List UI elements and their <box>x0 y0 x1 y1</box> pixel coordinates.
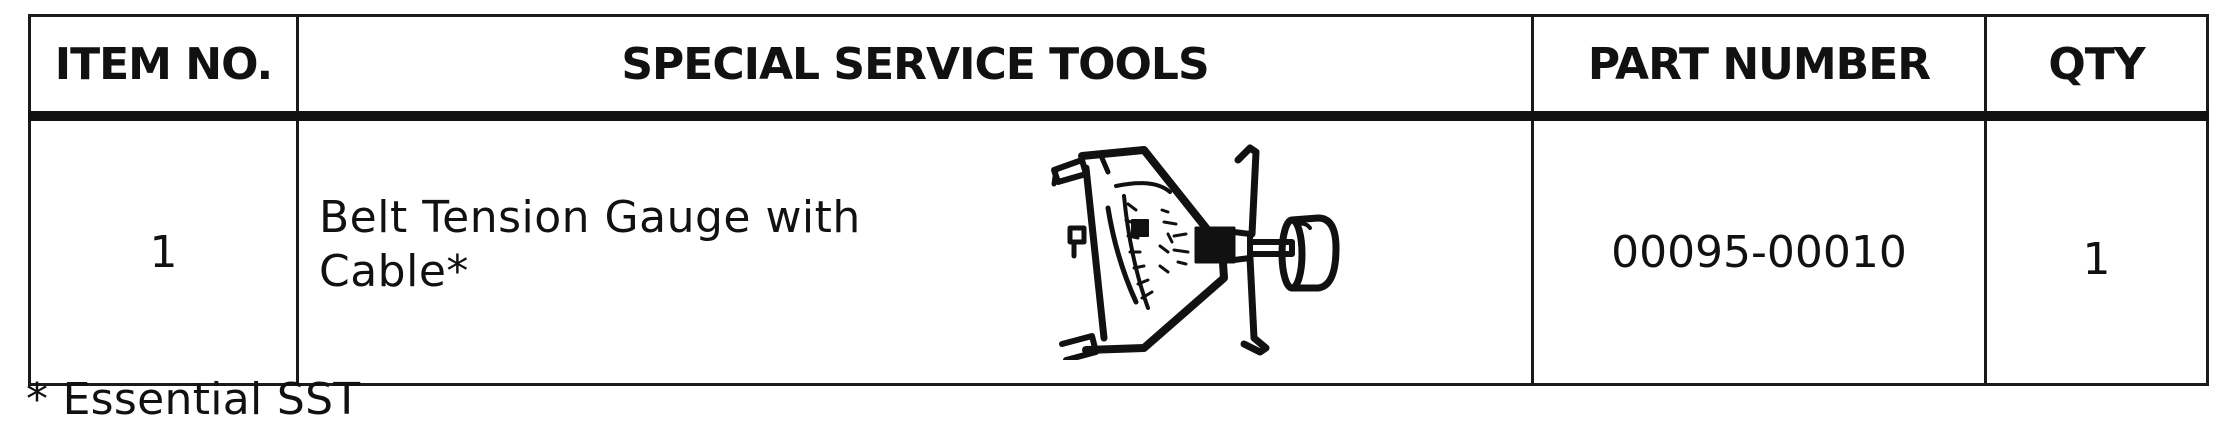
tool-name-line-1: Belt Tension Gauge with <box>319 192 861 243</box>
belt-tension-gauge-icon <box>1051 144 1340 360</box>
table-body: 1 Belt Tension Gauge with Cable* <box>28 114 2209 386</box>
part-number-cell: 00095-00010 <box>1531 114 1987 386</box>
tool-cell: Belt Tension Gauge with Cable* <box>296 114 1534 386</box>
tool-name-line-2: Cable* <box>319 246 469 297</box>
header-row: ITEM NO. SPECIAL SERVICE TOOLS PART NUMB… <box>28 14 2209 121</box>
header-qty: QTY <box>1984 14 2209 121</box>
header-part-number: PART NUMBER <box>1531 14 1987 121</box>
essential-sst-footnote: * Essential SST <box>26 374 361 425</box>
header-item-no: ITEM NO. <box>28 14 299 121</box>
table-header: ITEM NO. SPECIAL SERVICE TOOLS PART NUMB… <box>28 14 2209 121</box>
item-number-cell: 1 <box>28 114 299 386</box>
table-row: 1 Belt Tension Gauge with Cable* <box>28 114 2209 386</box>
special-service-tools-table: ITEM NO. SPECIAL SERVICE TOOLS PART NUMB… <box>28 14 2209 386</box>
qty-cell: 1 <box>1984 114 2209 386</box>
tool-name: Belt Tension Gauge with Cable* <box>319 191 879 299</box>
header-special-service-tools: SPECIAL SERVICE TOOLS <box>296 14 1534 121</box>
